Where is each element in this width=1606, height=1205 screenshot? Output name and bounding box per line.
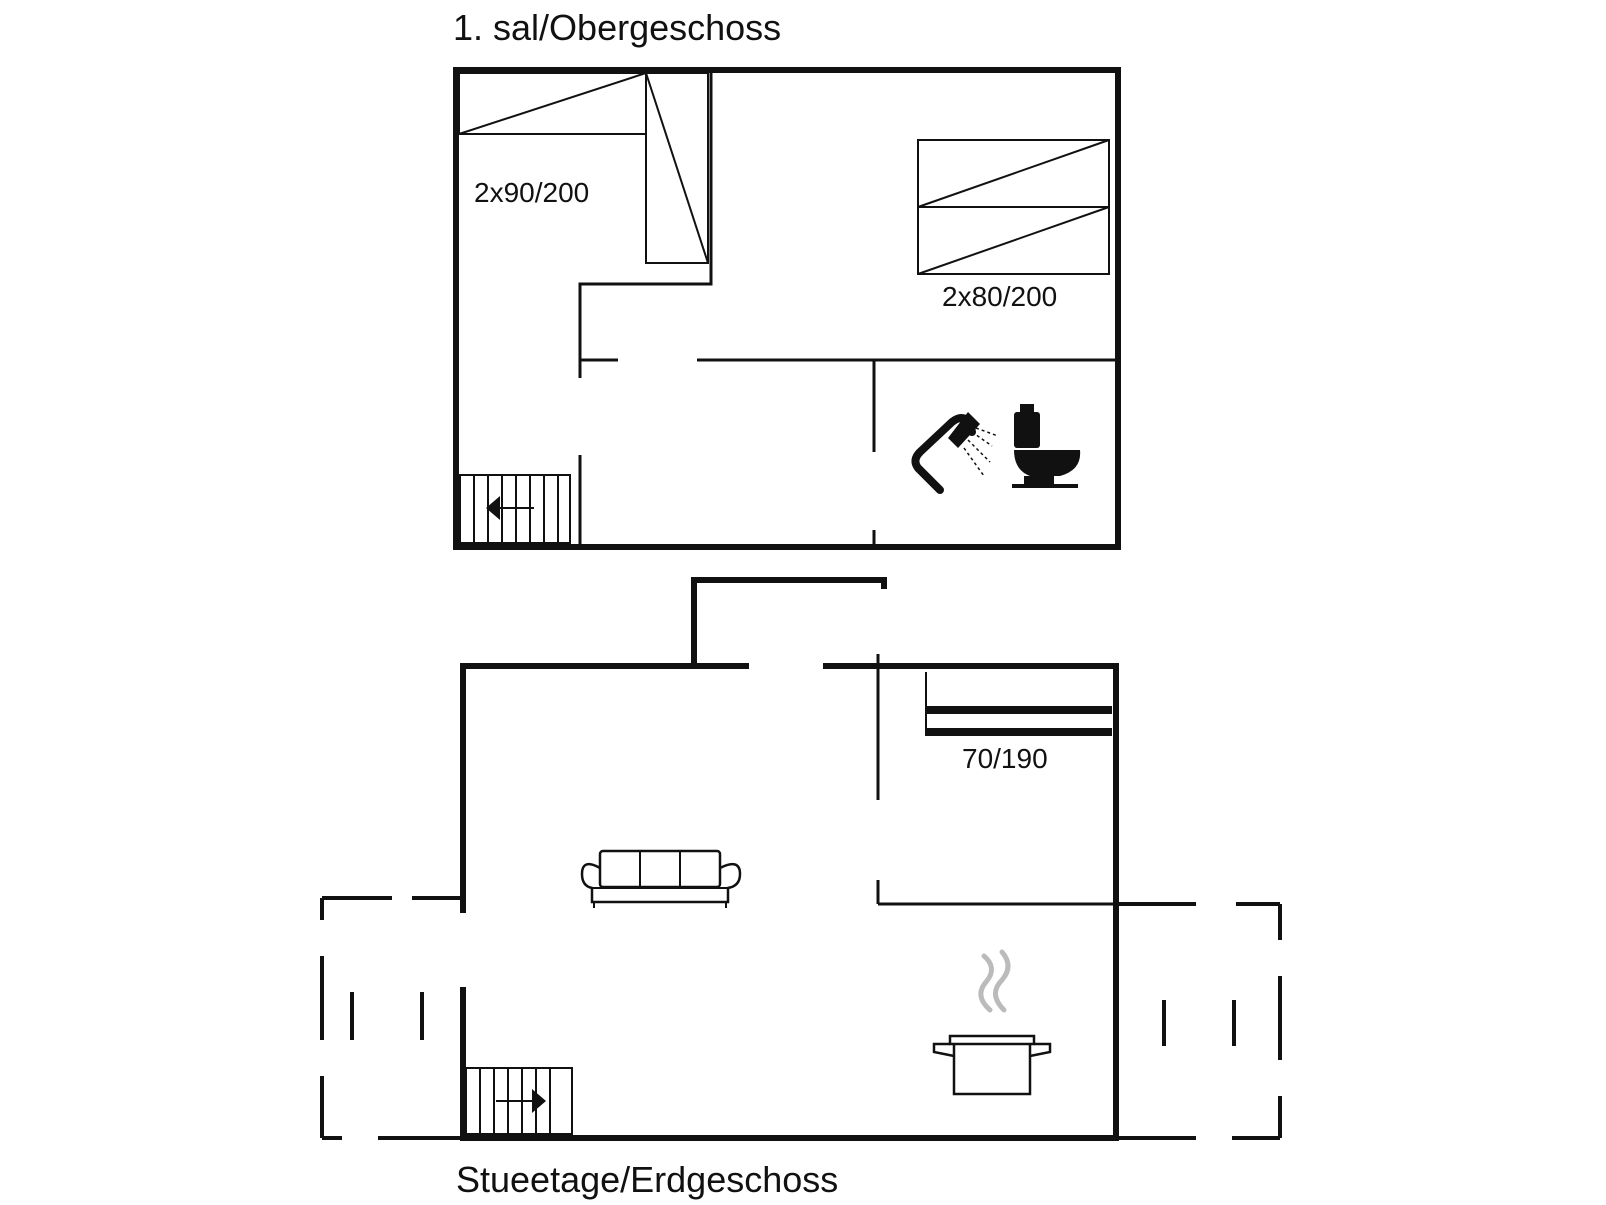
- bed-2x80-200: [917, 139, 1110, 275]
- entrance-wall: [691, 577, 887, 669]
- upper-outer-wall: [453, 67, 1121, 550]
- stairs-icon: [465, 1067, 573, 1135]
- upper-interior-walls: [578, 70, 1118, 547]
- toilet-icon: [1012, 404, 1081, 488]
- bed-label-2x80: 2x80/200: [942, 281, 1057, 312]
- ground-interior-walls: [876, 880, 1196, 906]
- left-terrace-outline: [320, 896, 463, 1140]
- sofa-icon: [580, 849, 742, 908]
- bed-label-70x190: 70/190: [962, 743, 1048, 774]
- shower-icon: [911, 412, 999, 494]
- upper-floor: 2x90/200 2x80/200: [453, 67, 1121, 550]
- ground-floor-title: Stueetage/Erdgeschoss: [456, 1159, 838, 1200]
- upper-floor-title: 1. sal/Obergeschoss: [453, 7, 781, 48]
- bed-2x90-200: [458, 72, 709, 264]
- stairs-icon: [459, 474, 571, 544]
- cooking-pot-icon: [932, 949, 1052, 1096]
- right-terrace-outline: [1116, 902, 1282, 1140]
- bed-70-190: [925, 672, 1112, 736]
- bed-label-2x90: 2x90/200: [474, 177, 589, 208]
- ground-floor: 70/190: [320, 577, 1282, 1141]
